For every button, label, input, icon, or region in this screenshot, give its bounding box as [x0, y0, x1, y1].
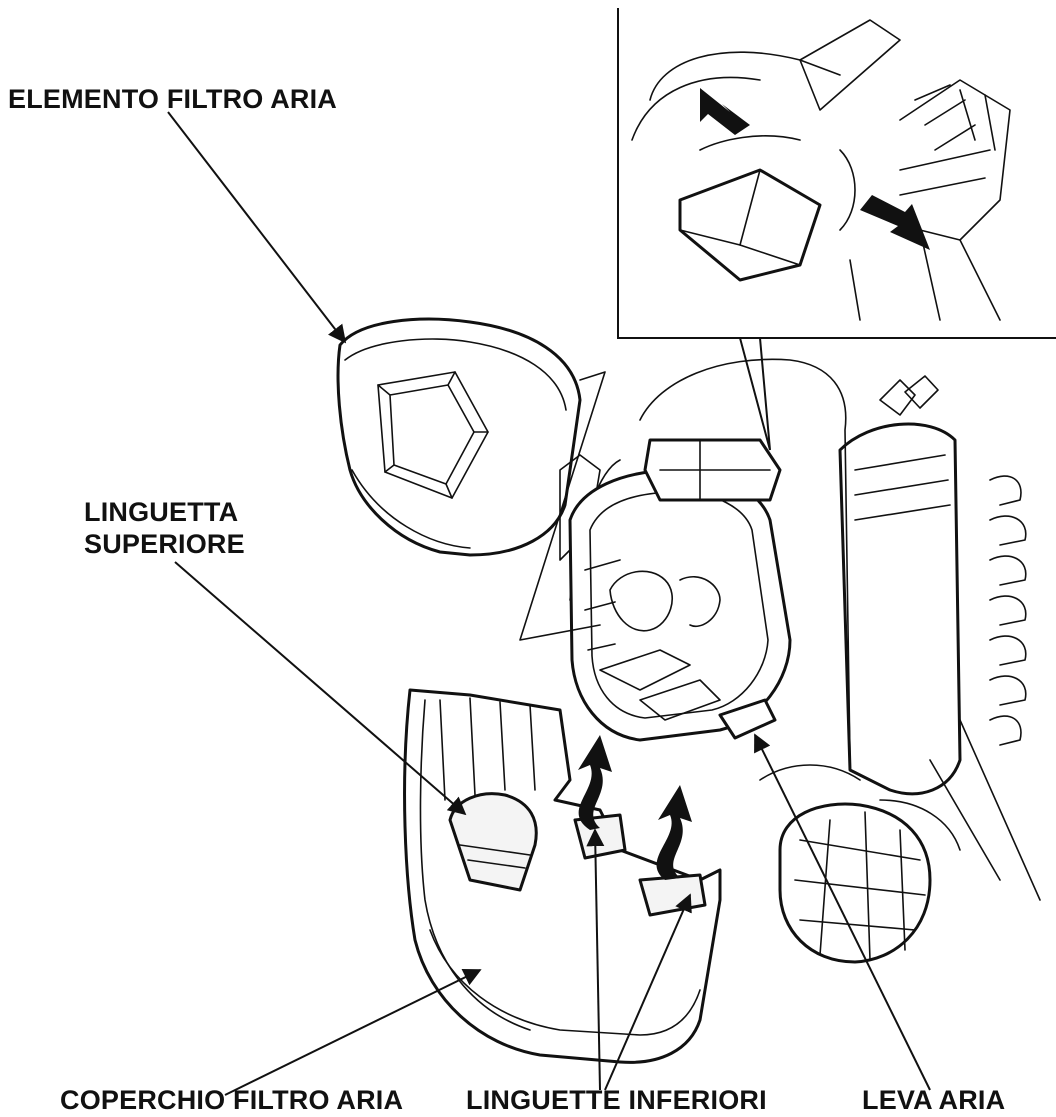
air-filter-cover-drawing	[403, 688, 722, 1064]
press-arrow-upper-icon	[700, 88, 750, 135]
label-upper-tab-line2: SUPERIORE	[84, 529, 245, 559]
engine-housing-drawing	[559, 358, 1041, 964]
label-upper-tab-line1: LINGUETTA	[84, 497, 238, 527]
label-air-filter-cover: COPERCHIO FILTRO ARIA	[60, 1085, 403, 1115]
insert-arrow-left-icon	[578, 735, 612, 830]
air-filter-element-drawing	[336, 317, 582, 557]
insert-arrow-right-icon	[656, 785, 692, 880]
label-choke-lever: LEVA ARIA	[862, 1085, 1005, 1115]
label-lower-tabs: LINGUETTE INFERIORI	[466, 1085, 767, 1115]
leader-air-filter-cover	[224, 969, 482, 1096]
leader-lower-tab-1	[586, 828, 605, 1091]
leader-air-filter-element	[167, 111, 347, 344]
press-arrow-lower-icon	[860, 195, 930, 250]
leader-lower-tab-2	[604, 893, 692, 1091]
inset-detail-view	[617, 8, 1056, 451]
leader-lines	[167, 111, 931, 1096]
leader-upper-tab	[174, 561, 467, 816]
leader-choke-lever	[754, 733, 931, 1091]
label-air-filter-element: ELEMENTO FILTRO ARIA	[8, 84, 337, 114]
